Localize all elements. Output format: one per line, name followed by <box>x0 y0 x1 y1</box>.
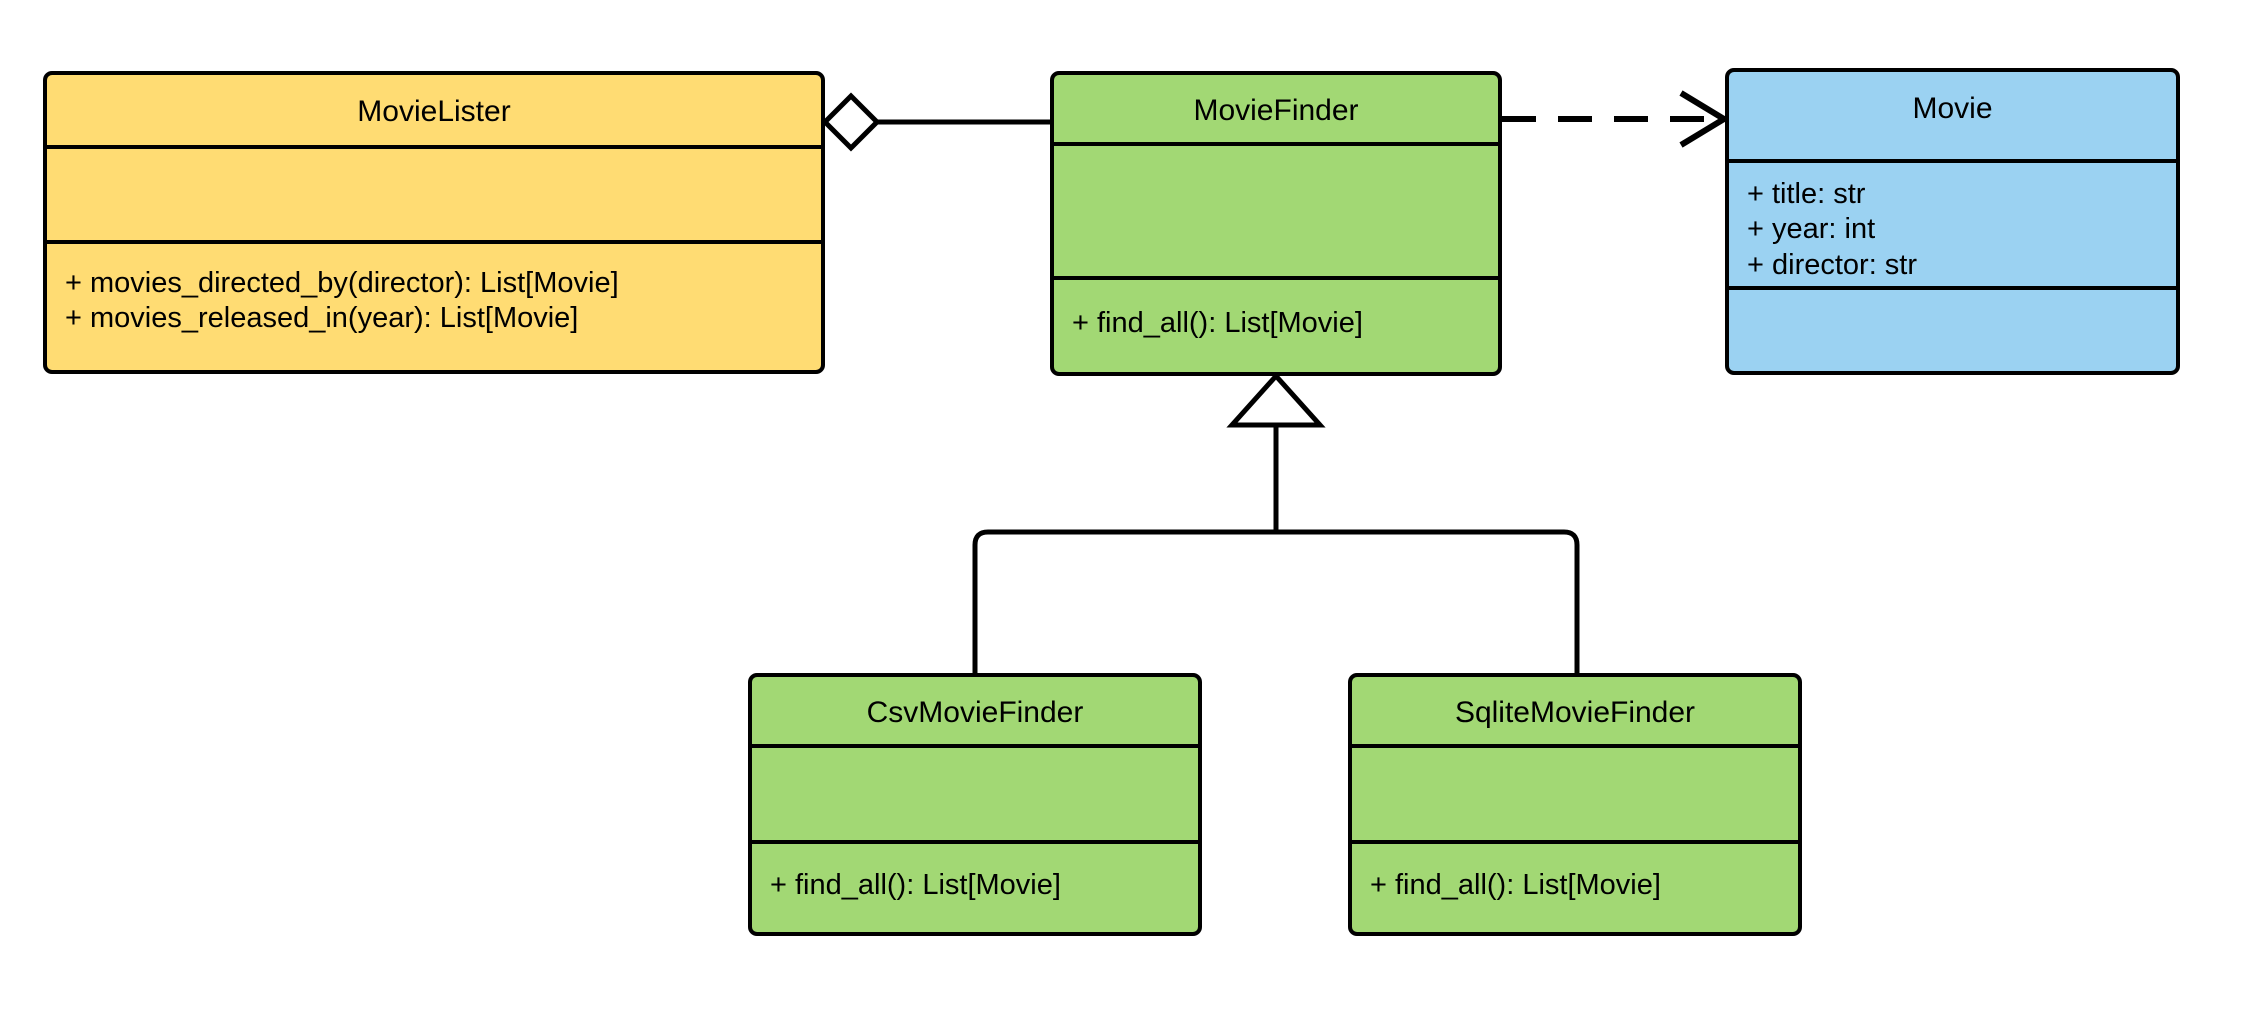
class-name-compartment: CsvMovieFinder <box>752 677 1198 744</box>
attributes-compartment <box>47 145 821 240</box>
class-box-sqlitemoviefinder[interactable]: SqliteMovieFinder + find_all(): List[Mov… <box>1348 673 1802 936</box>
class-box-csvmoviefinder[interactable]: CsvMovieFinder + find_all(): List[Movie] <box>748 673 1202 936</box>
operation-row: + find_all(): List[Movie] <box>770 869 1061 901</box>
operations-compartment: + find_all(): List[Movie] <box>1054 276 1498 372</box>
attributes-compartment <box>1054 142 1498 276</box>
attributes-compartment <box>752 744 1198 840</box>
dependency-moviefinder-movie <box>1502 90 1730 148</box>
operations-compartment: + find_all(): List[Movie] <box>1352 840 1798 932</box>
class-box-movie[interactable]: Movie + title: str + year: int + directo… <box>1725 68 2180 375</box>
generalization-tree <box>972 372 1580 673</box>
class-name-compartment: SqliteMovieFinder <box>1352 677 1798 744</box>
attribute-row: + year: int <box>1747 213 1876 246</box>
class-name-label: MovieFinder <box>1193 94 1359 127</box>
class-name-label: SqliteMovieFinder <box>1454 696 1696 729</box>
class-name-label: MovieLister <box>357 95 511 128</box>
class-name-compartment: MovieFinder <box>1054 75 1498 142</box>
generalization-branch <box>972 529 1580 673</box>
operation-row: + find_all(): List[Movie] <box>1072 307 1363 340</box>
operation-row: + movies_released_in(year): List[Movie] <box>65 302 579 335</box>
class-name-label: CsvMovieFinder <box>866 696 1084 729</box>
class-name-label: Movie <box>1912 92 1993 125</box>
class-box-moviefinder[interactable]: MovieFinder + find_all(): List[Movie] <box>1050 71 1502 376</box>
operations-compartment: + movies_directed_by(director): List[Mov… <box>47 240 821 370</box>
operation-row: + find_all(): List[Movie] <box>1370 869 1661 901</box>
attributes-compartment: + title: str + year: int + director: str <box>1729 158 2176 286</box>
open-arrow-icon <box>1679 90 1730 148</box>
class-box-movielister[interactable]: MovieLister + movies_directed_by(directo… <box>43 71 825 374</box>
attribute-row: + title: str <box>1747 177 1866 210</box>
operation-row: + movies_directed_by(director): List[Mov… <box>65 267 619 299</box>
operations-compartment <box>1729 286 2176 371</box>
attribute-row: + director: str <box>1747 248 1918 281</box>
class-name-compartment: MovieLister <box>47 75 821 145</box>
class-name-compartment: Movie <box>1729 72 2176 159</box>
hollow-diamond-icon <box>821 92 881 152</box>
operations-compartment: + find_all(): List[Movie] <box>752 840 1198 932</box>
attributes-compartment <box>1352 744 1798 840</box>
aggregation-movielister-moviefinder <box>821 92 1050 152</box>
hollow-triangle-icon <box>1226 372 1326 428</box>
